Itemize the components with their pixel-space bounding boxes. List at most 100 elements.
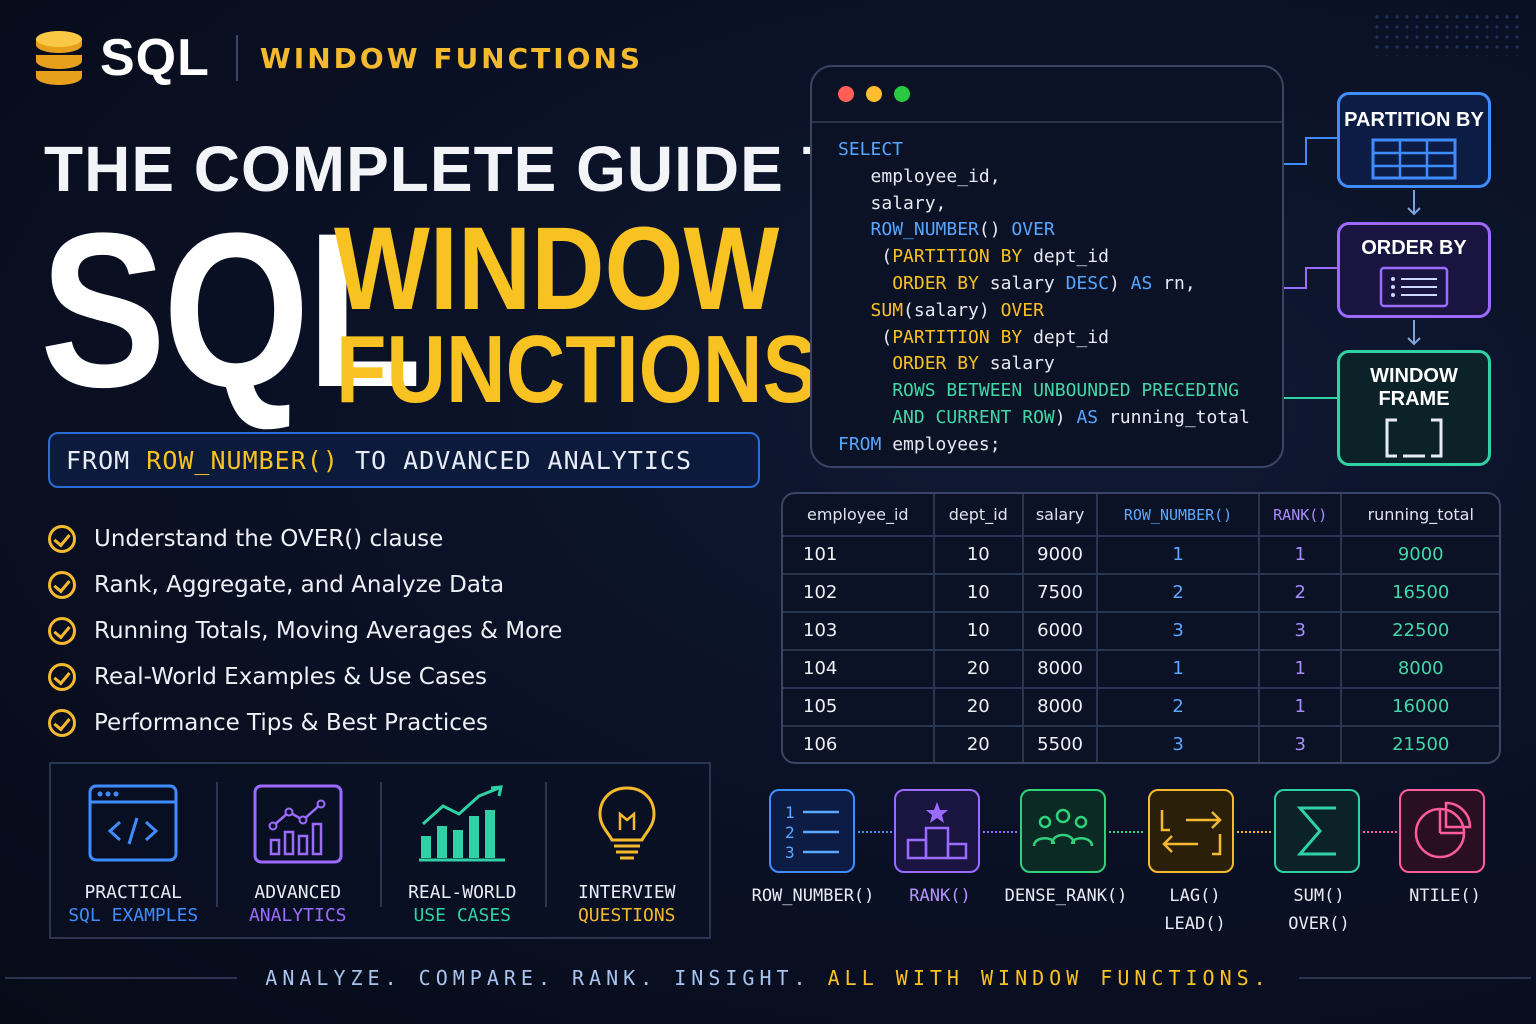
- card-advanced-analytics[interactable]: ADVANCED ANALYTICS: [215, 764, 381, 937]
- feature-text: Running Totals, Moving Averages & More: [94, 618, 563, 644]
- flow-title: ORDER BY: [1361, 237, 1467, 259]
- function-label: LAG()LEAD(): [1164, 886, 1226, 934]
- feature-item: Rank, Aggregate, and Analyze Data: [48, 562, 562, 608]
- flow-title: PARTITION BY: [1344, 109, 1484, 131]
- column-header: salary: [1023, 494, 1099, 537]
- table-cell: 9000: [1341, 536, 1499, 575]
- brand-name: SQL: [100, 29, 210, 87]
- minimize-dot-icon: [866, 86, 882, 102]
- table-cell: 8000: [1023, 649, 1099, 689]
- flow-title-line1: WINDOW: [1370, 365, 1458, 387]
- table-cell: 16500: [1341, 573, 1499, 613]
- column-header: dept_id: [933, 494, 1025, 537]
- brand-subtitle: WINDOW FUNCTIONS: [259, 41, 644, 75]
- hero-window: WINDOW: [334, 203, 780, 335]
- lag-lead-icon[interactable]: [1148, 789, 1234, 873]
- ordered-list-icon: [1379, 266, 1449, 308]
- card-subtitle: QUESTIONS: [577, 905, 676, 926]
- table-cell: 105: [783, 687, 935, 727]
- table-cell: 104: [783, 649, 935, 689]
- code-window-icon: [88, 784, 178, 864]
- card-title: REAL-WORLD: [408, 882, 517, 903]
- card-practical-sql[interactable]: PRACTICAL SQL EXAMPLES: [51, 764, 216, 937]
- tagline-prefix: FROM: [66, 445, 147, 475]
- card-real-world[interactable]: REAL-WORLD USE CASES: [380, 764, 545, 937]
- card-title: ADVANCED: [254, 882, 342, 903]
- database-icon: [36, 31, 82, 85]
- column-header: employee_id: [783, 494, 935, 537]
- ntile-icon[interactable]: [1399, 789, 1485, 873]
- flow-connectors: [1284, 137, 1338, 399]
- sigma-icon: [1296, 806, 1336, 856]
- window-frame-box: WINDOW FRAME: [1337, 350, 1491, 466]
- table-cell: 2: [1259, 573, 1343, 613]
- podium-icon: [906, 802, 968, 860]
- table-cell: 2: [1097, 687, 1261, 727]
- brand-divider: [235, 35, 238, 81]
- group-icon: [1032, 808, 1094, 847]
- hero-sql: SQL: [40, 187, 422, 433]
- topic-cards: PRACTICAL SQL EXAMPLES ADVANCED ANALYTIC…: [49, 762, 711, 939]
- maximize-dot-icon: [894, 86, 910, 102]
- table-cell: 106: [783, 725, 935, 762]
- table-cell: 103: [783, 611, 935, 651]
- flow-title-line2: FRAME: [1378, 388, 1450, 410]
- arrow-down-icon: [1407, 190, 1421, 216]
- footer-tagline: ANALYZE. COMPARE. RANK. INSIGHT. ALL WIT…: [0, 966, 1536, 990]
- column-header: ROW_NUMBER(): [1097, 494, 1261, 537]
- table-cell: 1: [1259, 536, 1343, 575]
- table-cell: 3: [1259, 725, 1343, 762]
- check-circle-icon: [48, 617, 76, 645]
- table-cell: 10: [933, 611, 1025, 651]
- table-cell: 22500: [1341, 611, 1499, 651]
- card-title: PRACTICAL: [84, 882, 183, 903]
- table-cell: 102: [783, 573, 935, 613]
- table-cell: 3: [1097, 725, 1261, 762]
- table-cell: 3: [1097, 611, 1261, 651]
- table-cell: 1: [1259, 649, 1343, 689]
- table-cell: 2: [1097, 573, 1261, 613]
- table-cell: 16000: [1341, 687, 1499, 727]
- function-label: DENSE_RANK(): [1004, 886, 1128, 906]
- card-title: INTERVIEW: [577, 882, 676, 903]
- card-interview[interactable]: INTERVIEW QUESTIONS: [544, 764, 710, 937]
- feature-text: Real-World Examples & Use Cases: [94, 664, 488, 690]
- hero-line1: THE COMPLETE GUIDE TO: [44, 133, 893, 205]
- table-cell: 10: [933, 536, 1025, 575]
- bar-growth-icon: [417, 784, 507, 864]
- dense-rank-icon[interactable]: [1020, 789, 1106, 873]
- table-cell: 10: [933, 573, 1025, 613]
- dotted-connector: [858, 831, 892, 833]
- table-cell: 1: [1097, 536, 1261, 575]
- rank-icon[interactable]: [894, 789, 980, 873]
- svg-text:3: 3: [785, 843, 795, 862]
- feature-text: Understand the OVER() clause: [94, 526, 444, 552]
- feature-item: Real-World Examples & Use Cases: [48, 654, 562, 700]
- feature-item: Understand the OVER() clause: [48, 516, 562, 562]
- function-label: RANK(): [909, 886, 971, 906]
- grid-table-icon: [1371, 138, 1457, 180]
- column-header: running_total: [1341, 494, 1499, 537]
- close-dot-icon: [838, 86, 854, 102]
- table-cell: 21500: [1392, 733, 1450, 755]
- svg-text:2: 2: [785, 823, 795, 842]
- sum-over-icon[interactable]: [1274, 789, 1360, 873]
- order-by-box: ORDER BY: [1337, 222, 1491, 318]
- footer-text: ANALYZE. COMPARE. RANK. INSIGHT. ALL WIT…: [265, 966, 1271, 990]
- table-header-row: employee_id dept_id salary ROW_NUMBER() …: [783, 494, 1499, 537]
- swap-arrows-icon: [1160, 810, 1222, 856]
- code-window: SELECT employee_id, salary, ROW_NUMBER()…: [810, 65, 1284, 468]
- check-circle-icon: [48, 709, 76, 737]
- dotted-connector: [1363, 831, 1397, 833]
- check-circle-icon: [48, 525, 76, 553]
- code-window-titlebar: [812, 67, 1282, 123]
- card-subtitle: USE CASES: [413, 905, 512, 926]
- tagline-box: FROM ROW_NUMBER() TO ADVANCED ANALYTICS: [48, 432, 760, 488]
- table-cell: 20: [933, 687, 1025, 727]
